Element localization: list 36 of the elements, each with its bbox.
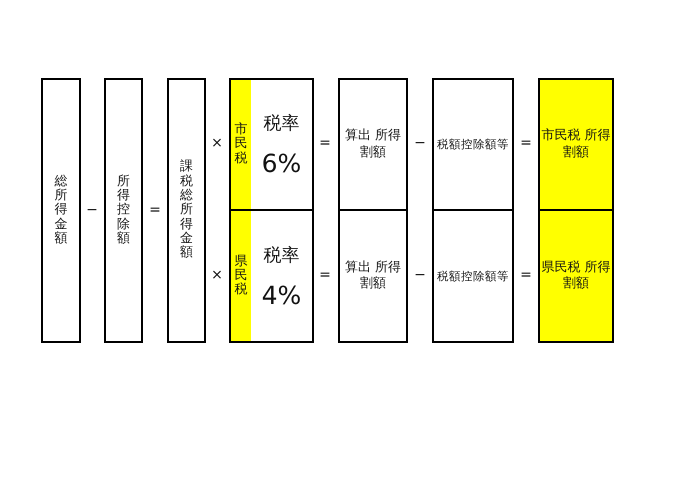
- operator-sign: −: [86, 202, 98, 218]
- operator-sign: −: [414, 135, 426, 151]
- operator-sign: =: [149, 202, 161, 218]
- term-box: [432, 78, 514, 211]
- term-box: [167, 78, 206, 343]
- operator-sign: =: [319, 267, 331, 283]
- tax-type-strip: 県民税: [231, 211, 251, 341]
- rate-heading: 税率: [264, 112, 300, 135]
- term-box: [338, 78, 408, 211]
- result-box: [538, 209, 614, 343]
- tax-rate-box: [229, 209, 314, 343]
- result-box: [538, 78, 614, 211]
- operator-sign: ×: [211, 267, 223, 283]
- term-label: 税額控除額等: [437, 268, 509, 284]
- term-label: 総所得金額: [54, 174, 68, 246]
- term-box: [41, 78, 81, 343]
- term-label: 算出 所得割額: [344, 128, 402, 161]
- term-label: 所得控除額: [117, 174, 130, 246]
- rate-value: 4%: [262, 280, 302, 310]
- term-label: 税額控除額等: [437, 137, 509, 152]
- term-label: 算出 所得割額: [344, 260, 402, 292]
- rate-value: 6%: [262, 149, 302, 178]
- term-box: [338, 209, 408, 343]
- tax-rate-box: [229, 78, 314, 211]
- operator-sign: =: [520, 267, 532, 283]
- operator-sign: −: [414, 267, 426, 283]
- rate-heading: 税率: [264, 244, 300, 266]
- operator-sign: ×: [211, 135, 223, 151]
- term-box: [104, 78, 143, 343]
- operator-sign: =: [319, 135, 331, 151]
- term-label: 課税総所得金額: [180, 160, 193, 261]
- tax-type-strip: 市民税: [231, 80, 251, 209]
- term-box: [432, 209, 514, 343]
- term-label: 県民税 所得割額: [540, 260, 612, 292]
- term-label: 市民税 所得割額: [540, 128, 612, 161]
- operator-sign: =: [520, 135, 532, 151]
